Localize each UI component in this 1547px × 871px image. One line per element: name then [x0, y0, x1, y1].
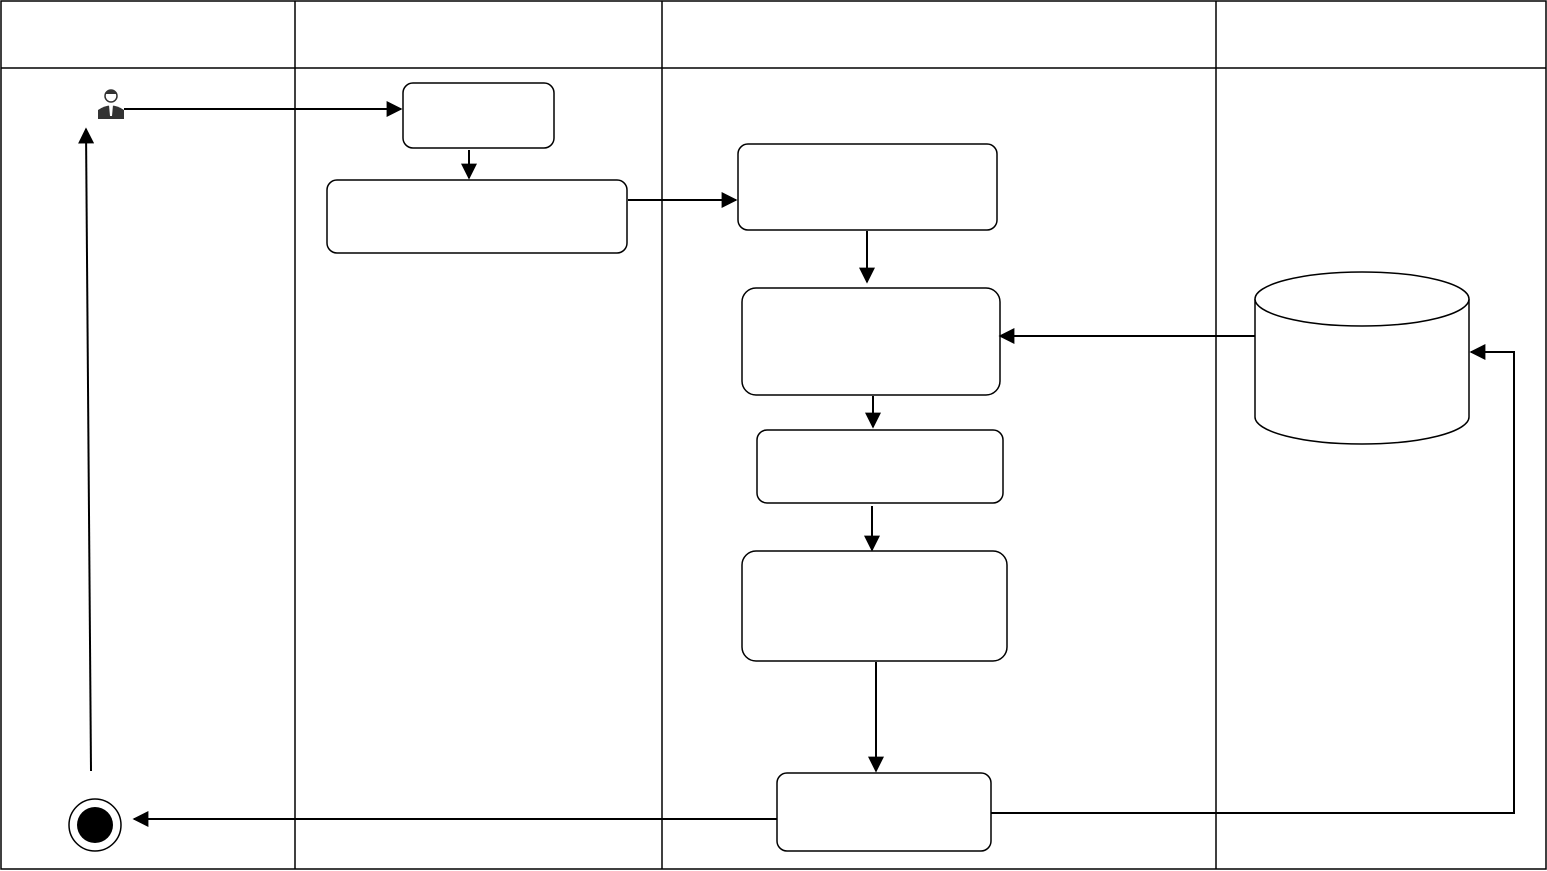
final-node-icon	[68, 798, 122, 852]
activity-box-1	[402, 82, 555, 149]
activity-box-2	[326, 179, 628, 254]
database-icon	[1254, 271, 1470, 445]
activity-box-3	[737, 143, 998, 231]
activity-box-6	[741, 550, 1008, 662]
connectors	[78, 101, 1515, 827]
activity-box-7	[776, 772, 992, 852]
user-icon	[98, 89, 124, 119]
activity-box-5	[756, 429, 1004, 504]
activity-box-4	[741, 287, 1001, 396]
arrow-final-to-actor	[78, 127, 95, 772]
arrow-box-7-to-database	[991, 344, 1515, 814]
